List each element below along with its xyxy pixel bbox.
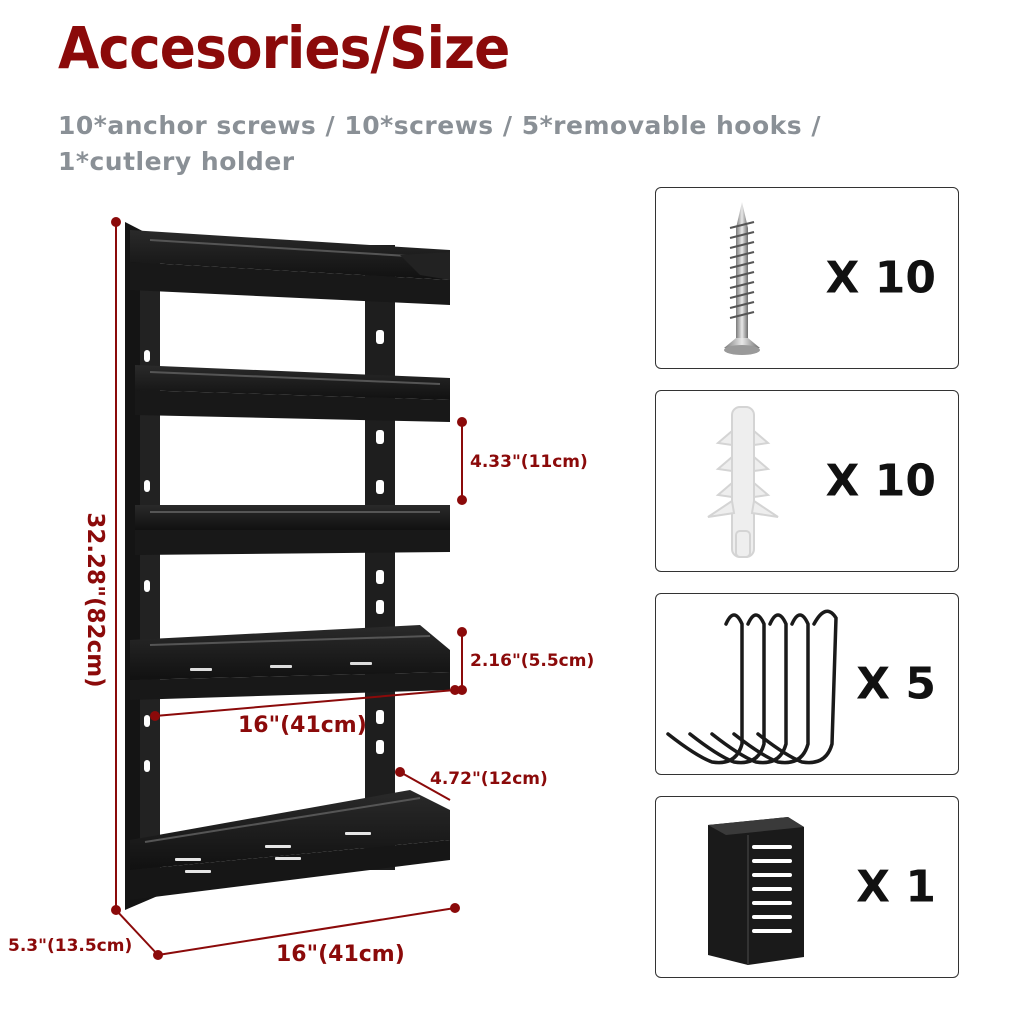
- shelf-spacing-dimension: 4.33"(11cm): [470, 452, 588, 472]
- shelf-width-dimension: 16"(41cm): [238, 713, 367, 738]
- accessory-card-hooks: X 5: [655, 593, 959, 775]
- accessory-card-screws: X 10: [655, 187, 959, 369]
- depth-dimension: 5.3"(13.5cm): [8, 936, 133, 956]
- screw-quantity: X 10: [825, 252, 936, 304]
- accessory-card-anchors: X 10: [655, 390, 959, 572]
- height-dimension: 32.28"(82cm): [82, 512, 108, 688]
- screw-icon: [724, 202, 760, 355]
- spice-rack-illustration: [111, 217, 467, 960]
- accessory-card-cutlery-holder: X 1: [655, 796, 959, 978]
- page-title: Accesories/Size: [58, 14, 510, 82]
- rail-height-dimension: 2.16"(5.5cm): [470, 651, 595, 671]
- bottom-depth-dimension: 4.72"(12cm): [430, 769, 548, 789]
- hook-icon: [666, 609, 838, 765]
- hook-quantity: X 5: [856, 658, 936, 710]
- anchor-icon: [707, 406, 779, 558]
- cutlery-holder-icon: [708, 817, 804, 965]
- accessory-summary: 10*anchor screws / 10*screws / 5*removab…: [58, 111, 821, 176]
- anchor-quantity: X 10: [825, 455, 936, 507]
- cutlery-holder-quantity: X 1: [856, 861, 936, 913]
- overall-width-dimension: 16"(41cm): [276, 942, 405, 967]
